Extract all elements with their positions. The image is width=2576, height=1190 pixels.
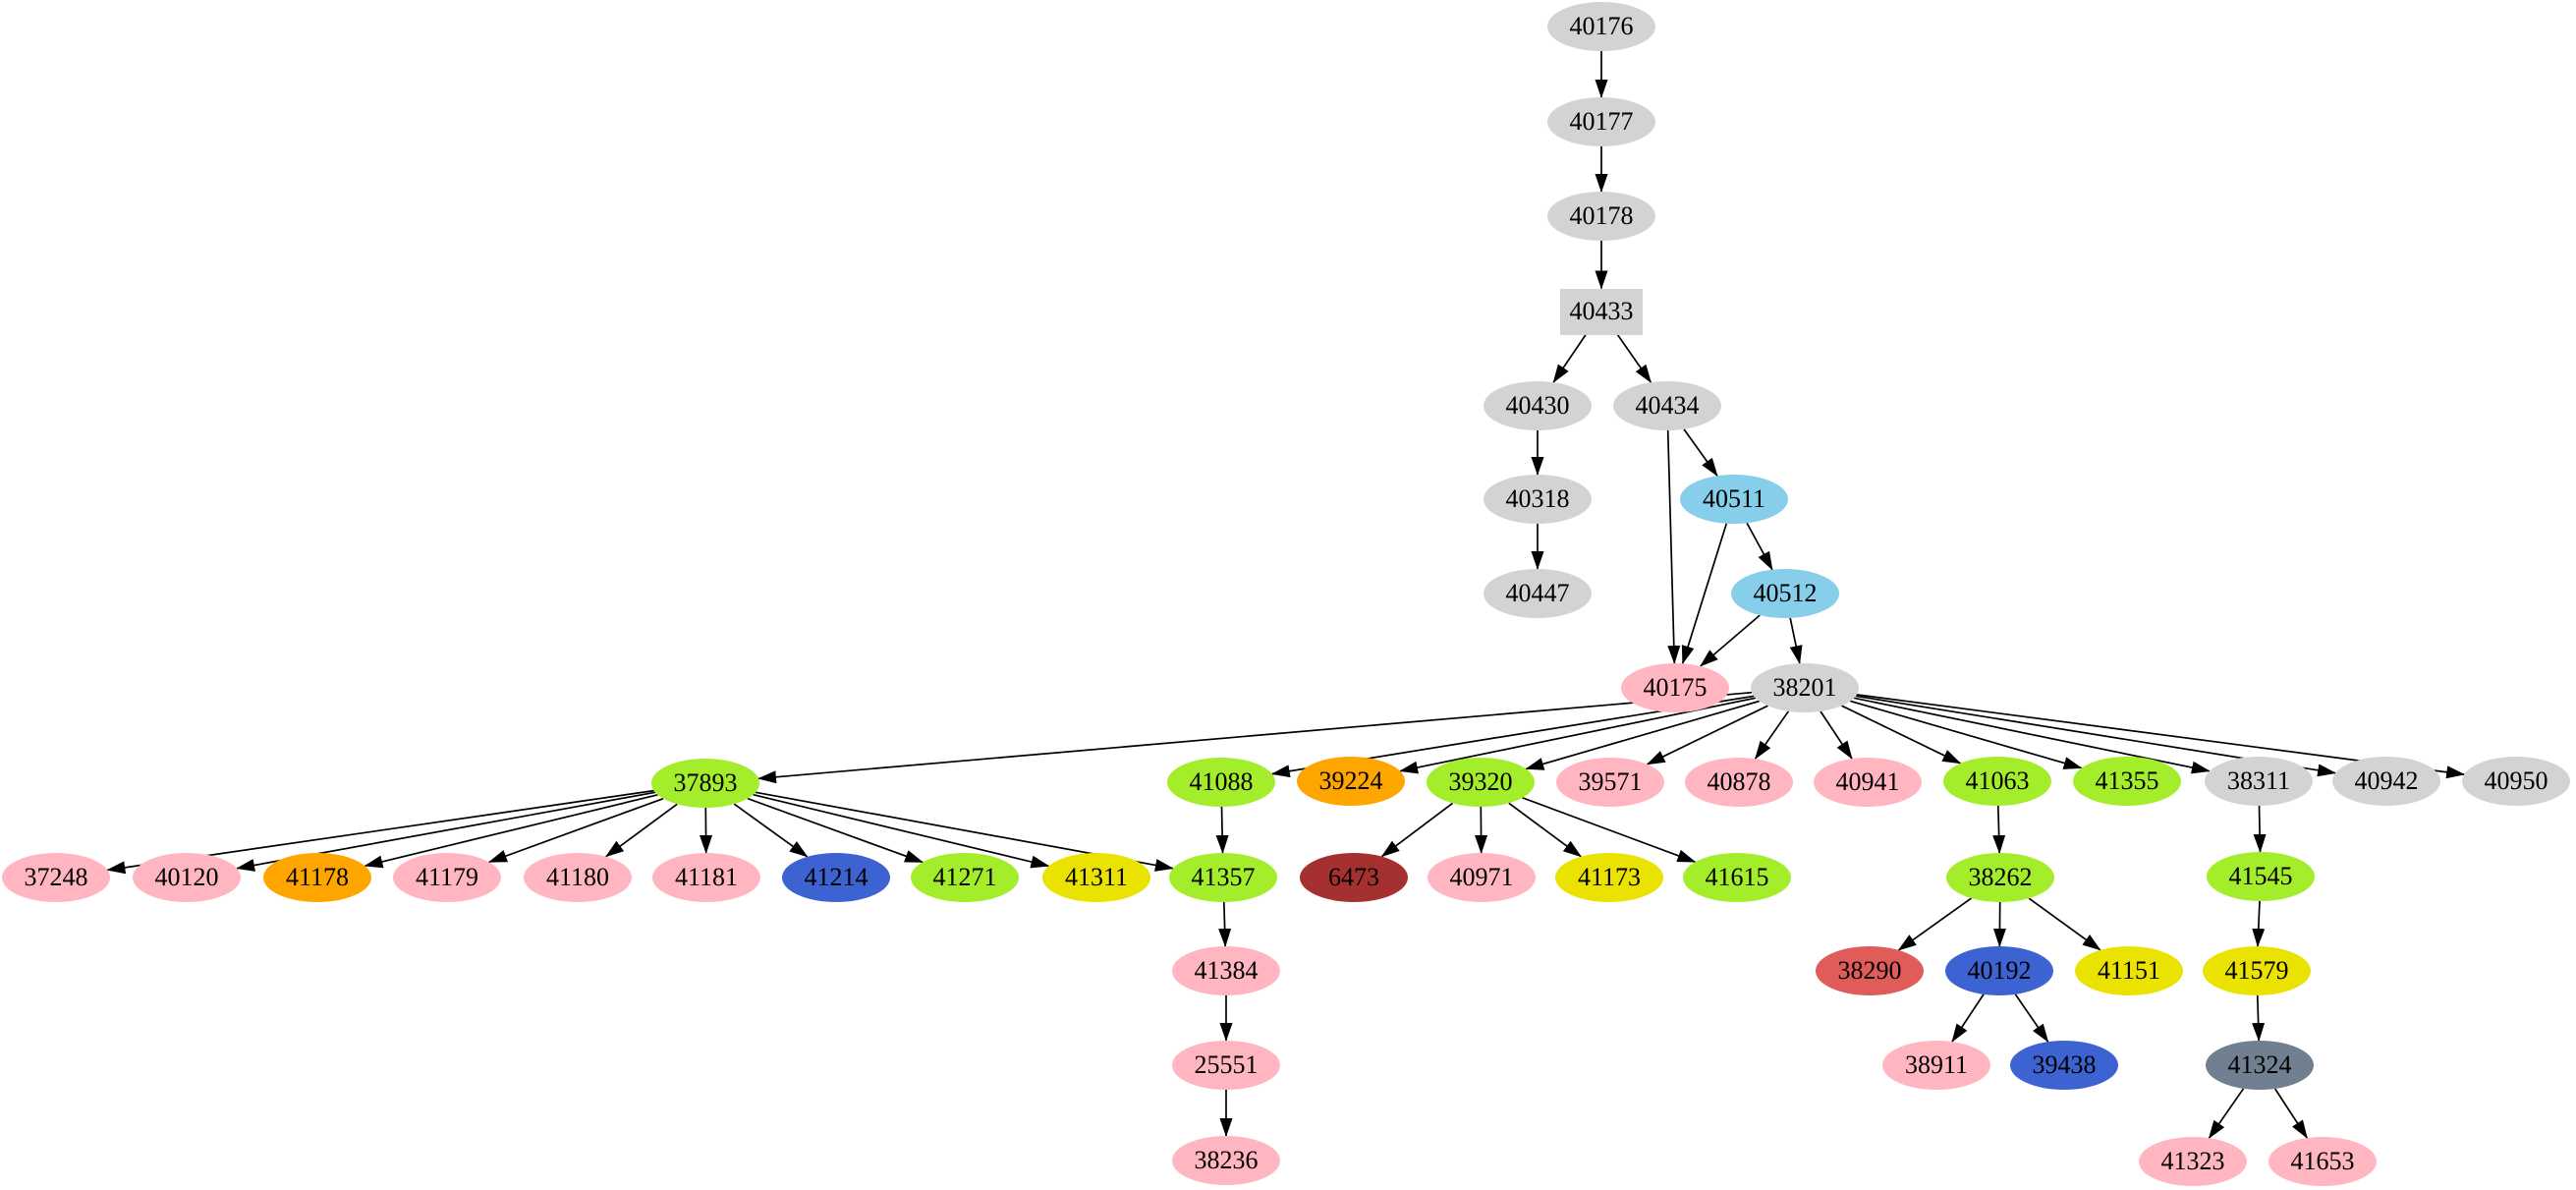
node-40178: 40178 bbox=[1547, 192, 1655, 241]
node-40511: 40511 bbox=[1680, 475, 1788, 524]
edge-38201-37893 bbox=[757, 691, 1753, 784]
edge-41088-41357 bbox=[1215, 806, 1229, 854]
edge-40192-39438 bbox=[2014, 993, 2049, 1043]
edge-38262-41151 bbox=[2028, 897, 2101, 951]
node-41653: 41653 bbox=[2268, 1137, 2377, 1186]
node-41181: 41181 bbox=[652, 853, 760, 902]
edge-37893-41178 bbox=[364, 793, 658, 869]
node-38236: 38236 bbox=[1172, 1136, 1280, 1185]
node-40430: 40430 bbox=[1484, 381, 1592, 430]
node-41179: 41179 bbox=[393, 853, 501, 902]
edge-41324-41323 bbox=[2208, 1088, 2245, 1140]
node-41173: 41173 bbox=[1555, 853, 1663, 902]
edge-37893-41214 bbox=[733, 803, 809, 858]
node-37893: 37893 bbox=[651, 759, 759, 808]
node-41323: 41323 bbox=[2139, 1137, 2247, 1186]
edge-37893-41180 bbox=[604, 803, 678, 858]
edge-38201-40878 bbox=[1754, 710, 1790, 761]
node-38911: 38911 bbox=[1882, 1041, 1990, 1090]
edge-41063-38262 bbox=[1992, 805, 2006, 854]
node-40942: 40942 bbox=[2332, 757, 2440, 806]
edge-41545-41579 bbox=[2252, 900, 2266, 947]
edge-40512-40175 bbox=[1700, 614, 1761, 667]
edge-38201-40941 bbox=[1820, 710, 1853, 760]
node-39438: 39438 bbox=[2010, 1041, 2118, 1090]
node-40971: 40971 bbox=[1428, 853, 1536, 902]
edge-37893-41179 bbox=[487, 797, 664, 864]
node-41151: 41151 bbox=[2075, 946, 2183, 995]
edge-39320-6473 bbox=[1380, 802, 1454, 858]
node-41178: 41178 bbox=[263, 853, 371, 902]
node-41311: 41311 bbox=[1042, 853, 1150, 902]
edge-39320-41173 bbox=[1508, 802, 1583, 858]
node-39224: 39224 bbox=[1297, 757, 1405, 806]
node-39571: 39571 bbox=[1556, 758, 1664, 807]
node-41214: 41214 bbox=[782, 853, 890, 902]
node-39320: 39320 bbox=[1427, 758, 1535, 807]
node-38311: 38311 bbox=[2205, 757, 2313, 806]
edge-40511-40512 bbox=[1746, 522, 1773, 571]
edge-38262-38290 bbox=[1897, 897, 1972, 951]
edge-38201-41355 bbox=[1850, 700, 2083, 769]
node-40878: 40878 bbox=[1685, 758, 1793, 807]
node-40433: 40433 bbox=[1560, 288, 1643, 335]
node-41271: 41271 bbox=[911, 853, 1019, 902]
edge-38201-41063 bbox=[1841, 705, 1962, 765]
edge-40512-38201 bbox=[1789, 617, 1803, 665]
node-40176: 40176 bbox=[1547, 2, 1655, 51]
node-40120: 40120 bbox=[133, 853, 241, 902]
node-41355: 41355 bbox=[2073, 757, 2181, 806]
node-40447: 40447 bbox=[1484, 569, 1592, 618]
node-40192: 40192 bbox=[1945, 946, 2053, 995]
node-38290: 38290 bbox=[1816, 946, 1924, 995]
edge-38311-41545 bbox=[2253, 805, 2267, 853]
node-41615: 41615 bbox=[1683, 853, 1791, 902]
edge-41324-41653 bbox=[2273, 1088, 2309, 1139]
edge-40192-38911 bbox=[1951, 993, 1985, 1043]
node-41088: 41088 bbox=[1167, 758, 1275, 807]
node-40318: 40318 bbox=[1484, 475, 1592, 524]
node-25551: 25551 bbox=[1172, 1041, 1280, 1090]
edge-37893-41311 bbox=[753, 793, 1050, 869]
node-40941: 40941 bbox=[1814, 758, 1922, 807]
node-40175: 40175 bbox=[1621, 663, 1729, 712]
node-41063: 41063 bbox=[1943, 757, 2051, 806]
node-38201: 38201 bbox=[1751, 663, 1859, 712]
edge-37893-41271 bbox=[747, 797, 924, 864]
edge-40434-40511 bbox=[1683, 428, 1718, 478]
edge-40511-40175 bbox=[1681, 523, 1728, 665]
node-40512: 40512 bbox=[1731, 569, 1839, 618]
edge-38201-39571 bbox=[1646, 705, 1768, 765]
node-41324: 41324 bbox=[2206, 1041, 2314, 1090]
node-41384: 41384 bbox=[1172, 946, 1280, 995]
node-38262: 38262 bbox=[1946, 853, 2054, 902]
node-41357: 41357 bbox=[1169, 853, 1277, 902]
edge-40434-40175 bbox=[1666, 429, 1681, 664]
node-40177: 40177 bbox=[1547, 97, 1655, 146]
node-6473: 6473 bbox=[1300, 853, 1408, 902]
edge-38201-39320 bbox=[1525, 700, 1760, 770]
edge-39320-41615 bbox=[1522, 797, 1697, 863]
edge-40433-40430 bbox=[1552, 334, 1587, 383]
node-41579: 41579 bbox=[2203, 946, 2311, 995]
node-41180: 41180 bbox=[524, 853, 632, 902]
node-37248: 37248 bbox=[2, 853, 110, 902]
edge-41579-41324 bbox=[2252, 994, 2266, 1042]
edge-41357-41384 bbox=[1218, 901, 1232, 947]
node-40950: 40950 bbox=[2462, 757, 2570, 806]
node-40434: 40434 bbox=[1613, 381, 1721, 430]
edge-40433-40434 bbox=[1616, 334, 1652, 384]
node-41545: 41545 bbox=[2207, 852, 2315, 901]
